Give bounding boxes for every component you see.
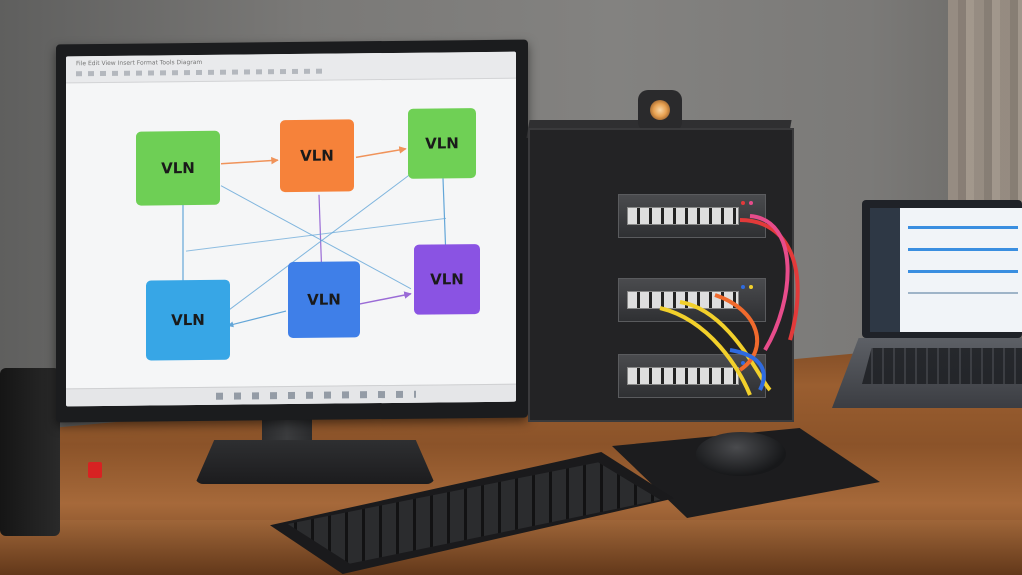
- taskbar-icons: [216, 390, 416, 400]
- node-label: VLN: [161, 159, 195, 178]
- vlan-diagram: [180, 146, 449, 328]
- status-led: [741, 201, 745, 205]
- status-led: [741, 285, 745, 289]
- edge-n1-n2: [220, 156, 279, 165]
- laptop-line: [908, 226, 1018, 229]
- node-label: VLN: [171, 310, 205, 330]
- toolbar-icons: [76, 68, 326, 77]
- diagram-node-vln-4: VLN: [146, 279, 230, 361]
- diagram-node-vln-2: VLN: [280, 119, 354, 193]
- cable-blue: [729, 348, 766, 391]
- network-rack-icon: [528, 128, 794, 422]
- diagram-edges: [180, 146, 449, 328]
- speaker: [0, 368, 60, 536]
- app-menu-text: File Edit View Insert Format Tools Diagr…: [76, 58, 203, 68]
- node-label: VLN: [307, 290, 341, 309]
- network-switch-1: [618, 194, 766, 238]
- edge-n3-n4: [227, 173, 412, 312]
- status-led: [749, 201, 753, 205]
- node-label: VLN: [425, 134, 459, 153]
- cable-yellow-2: [679, 300, 772, 392]
- mouse-icon: [696, 432, 786, 476]
- laptop-line: [908, 270, 1018, 273]
- taskbar: [66, 383, 516, 407]
- edge-n2-n3: [355, 146, 407, 159]
- laptop-line: [908, 248, 1018, 251]
- diagram-node-vln-1: VLN: [136, 130, 220, 206]
- switch-ports: [627, 367, 739, 385]
- edge-n5-n6: [357, 291, 412, 306]
- cable-orange: [714, 293, 760, 372]
- diagram-node-vln-5: VLN: [288, 261, 360, 339]
- status-led: [741, 361, 745, 365]
- switch-ports: [627, 291, 739, 309]
- diagram-node-vln-3: VLN: [408, 108, 476, 179]
- webcam-icon: [638, 90, 682, 132]
- diagram-node-vln-6: VLN: [414, 244, 480, 315]
- monitor-screen: File Edit View Insert Format Tools Diagr…: [66, 51, 516, 407]
- edge-cross: [185, 217, 447, 252]
- edge-n1-n6: [220, 185, 412, 290]
- cable-pink: [749, 214, 790, 352]
- webcam-lens: [650, 100, 670, 120]
- laptop-line: [908, 292, 1018, 294]
- laptop-icon: [862, 200, 1022, 338]
- status-led: [749, 285, 753, 289]
- switch-ports: [627, 207, 739, 225]
- laptop-display: [870, 208, 1022, 332]
- cable-yellow: [659, 306, 752, 396]
- node-label: VLN: [430, 270, 464, 289]
- monitor-stand-base: [195, 440, 435, 484]
- laptop-keyboard: [862, 348, 1022, 384]
- edge-n5-n4: [227, 310, 287, 328]
- patch-cables: [659, 214, 800, 396]
- monitor: File Edit View Insert Format Tools Diagr…: [56, 39, 528, 423]
- laptop-sidebar: [870, 208, 900, 332]
- cable-red: [739, 218, 800, 341]
- red-usb-plug: [88, 462, 102, 478]
- node-label: VLN: [300, 146, 334, 165]
